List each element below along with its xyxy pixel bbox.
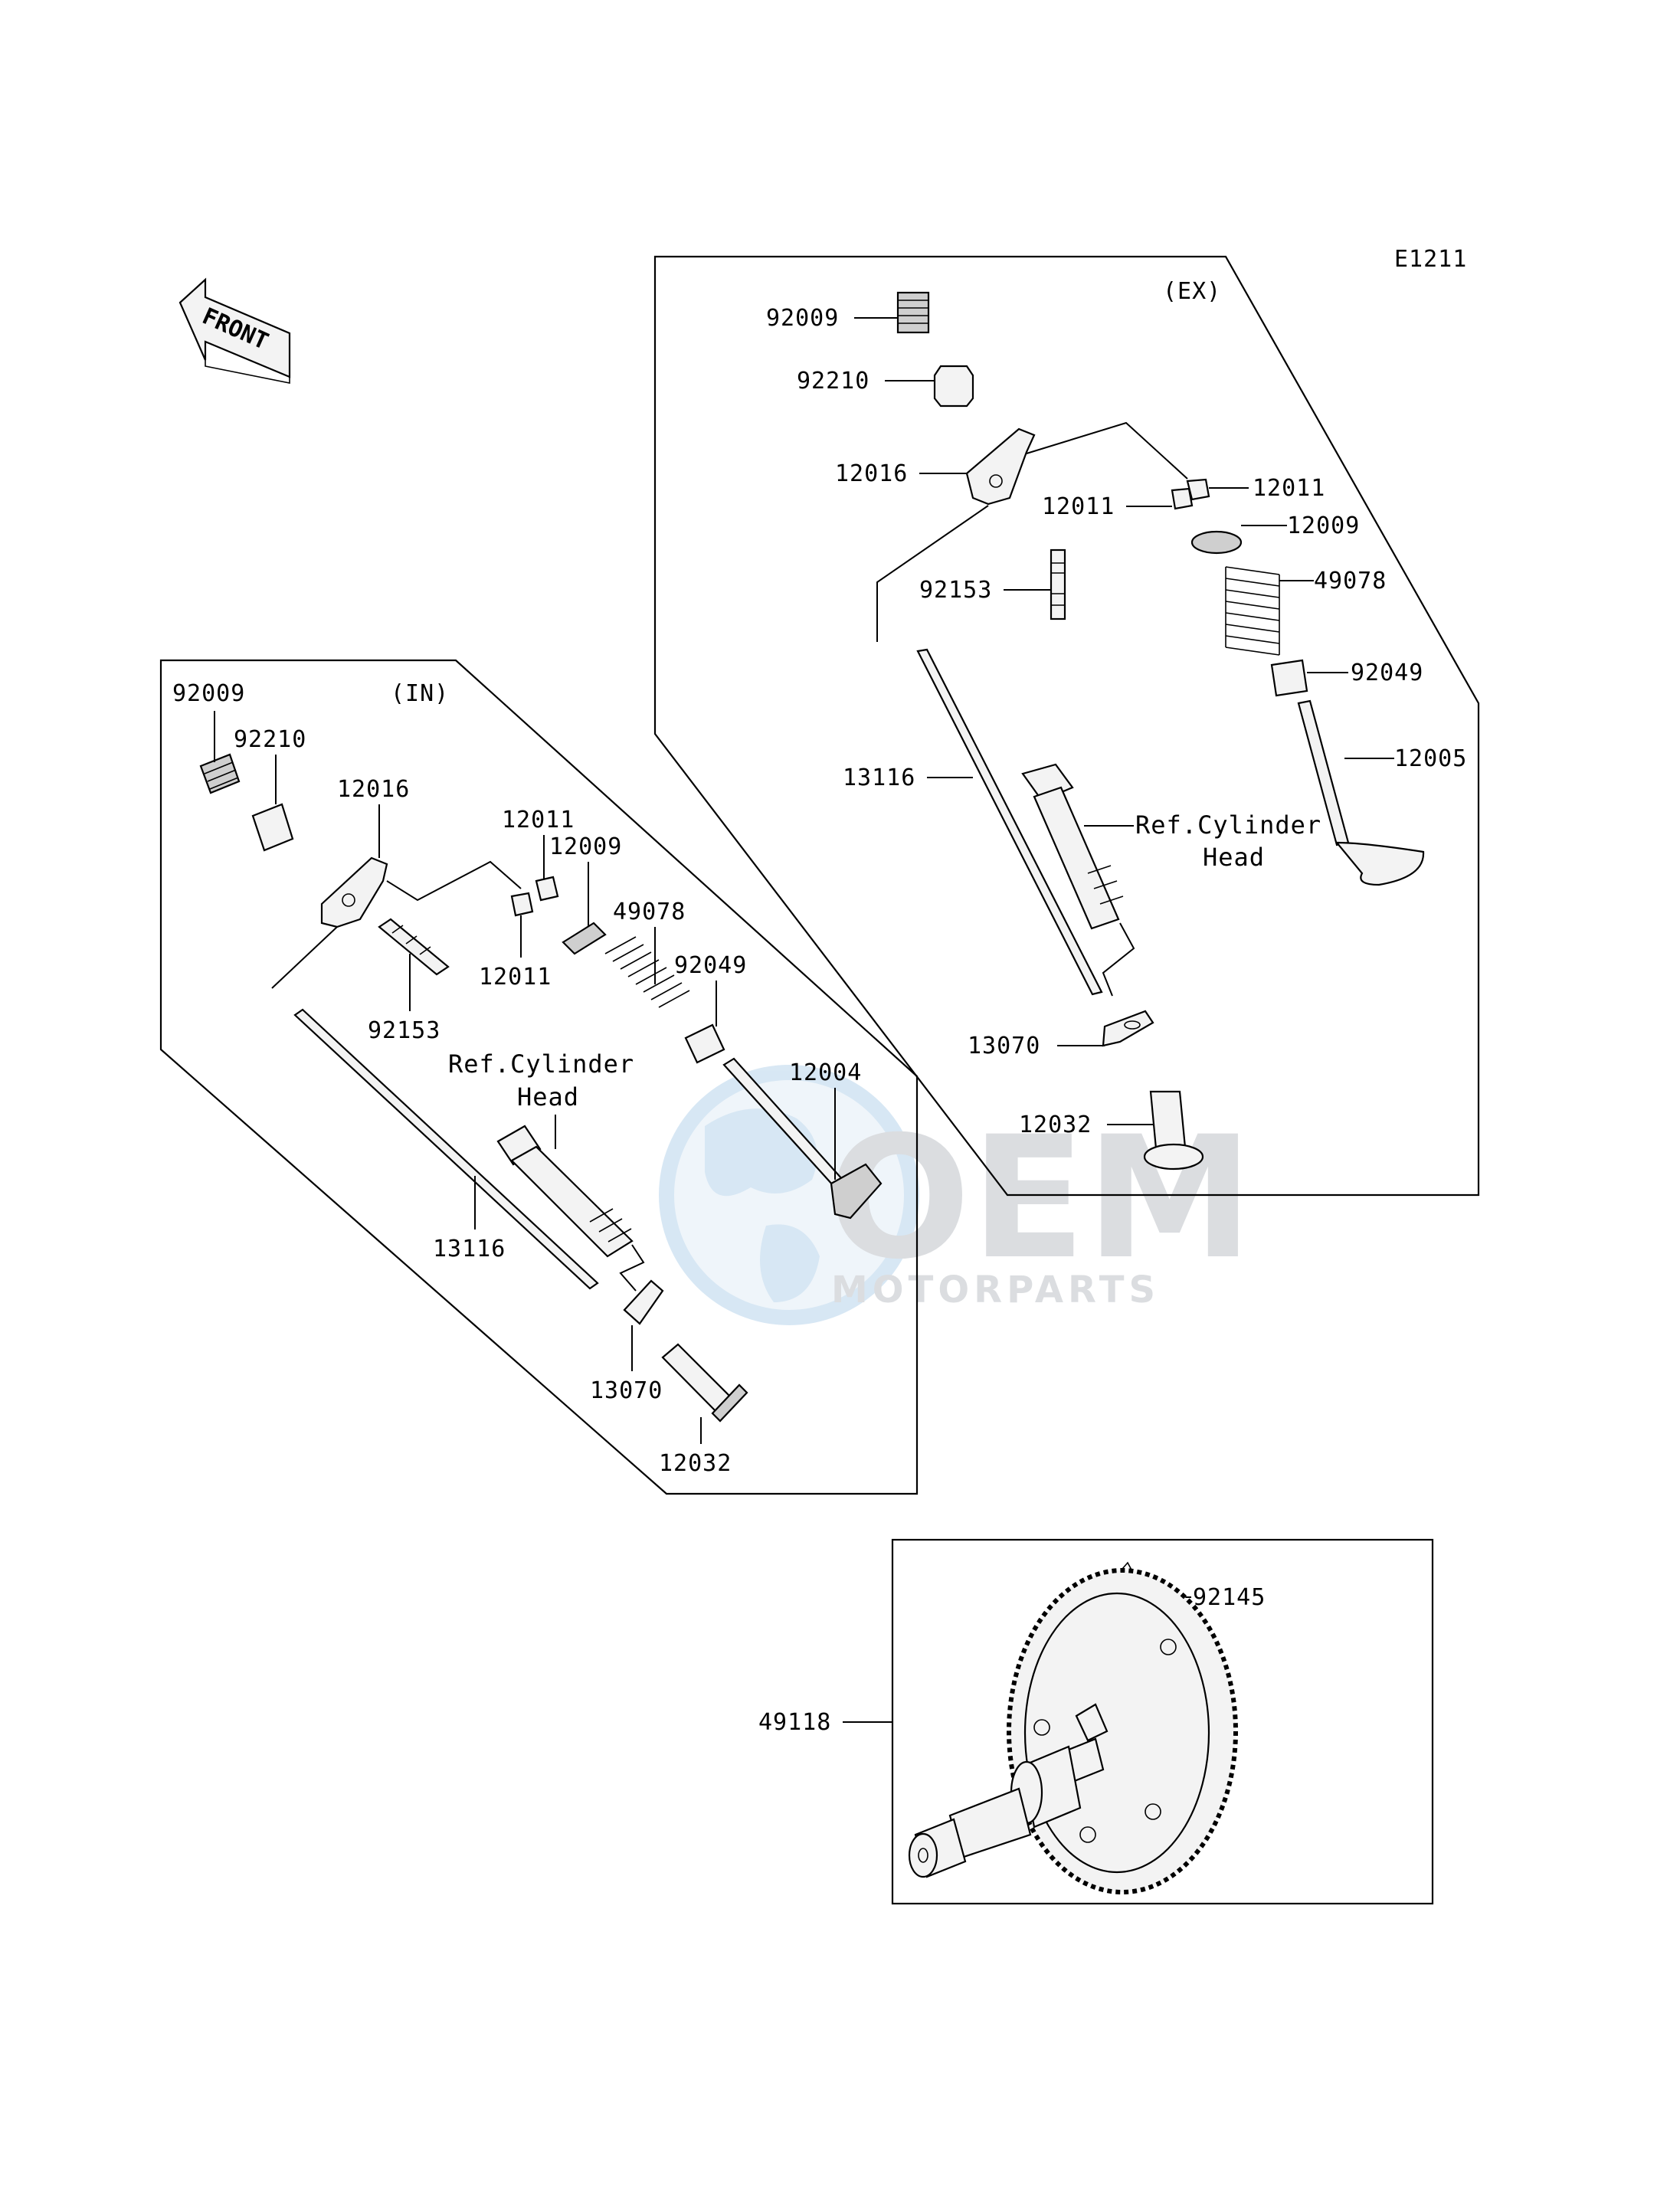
- ex-valve: [1297, 699, 1425, 886]
- ex-callout-12005: 12005: [1394, 745, 1467, 772]
- cam-callout-49118: 49118: [758, 1709, 831, 1736]
- front-arrow-icon: FRONT: [178, 277, 291, 384]
- in-tappet: [661, 1343, 748, 1423]
- in-adjust-screw: [199, 753, 241, 794]
- cam-callout-92145: 92145: [1193, 1584, 1266, 1611]
- ex-ref-bolt: [1021, 763, 1124, 930]
- in-collet-a: [535, 876, 559, 902]
- ex-lock-nut: [933, 365, 974, 408]
- ex-callout-49078: 49078: [1314, 568, 1387, 594]
- ex-stem-seal: [1270, 659, 1308, 697]
- ex-callout-13070: 13070: [968, 1033, 1040, 1059]
- ex-valve-spring: [1225, 566, 1280, 656]
- in-valve-spring: [604, 936, 690, 1008]
- ex-rocker-arm: [965, 427, 1036, 506]
- in-ref-bolt: [496, 1125, 634, 1258]
- ex-callout-12032: 12032: [1019, 1112, 1092, 1138]
- in-callout-12016: 12016: [337, 776, 410, 803]
- in-callout-12011-b: 12011: [479, 964, 552, 990]
- exhaust-frame: [653, 255, 1480, 1197]
- in-callout-12011-a: 12011: [502, 807, 575, 833]
- camshaft-group: 92145 49118: [758, 1538, 1434, 1905]
- in-push-rod: [293, 1008, 599, 1290]
- in-push-rod-guide: [623, 1279, 664, 1325]
- in-ref-note-line2: Head: [517, 1082, 579, 1112]
- in-callout-12032: 12032: [659, 1450, 732, 1477]
- exhaust-label: (EX): [1163, 278, 1221, 305]
- watermark-globe-icon: [659, 1065, 919, 1325]
- in-callout-13070: 13070: [590, 1377, 663, 1404]
- watermark: OEM MOTORPARTS: [659, 1065, 1253, 1325]
- in-collet-b: [510, 892, 534, 917]
- ex-rocker-stud: [1050, 548, 1066, 620]
- in-rocker-arm: [320, 856, 388, 928]
- camshaft-gear: [1007, 1568, 1238, 1894]
- ex-callout-13116: 13116: [843, 765, 915, 791]
- in-rocker-stud: [378, 918, 450, 976]
- in-stem-seal: [684, 1023, 725, 1064]
- in-ref-note-line1: Ref.Cylinder: [448, 1049, 634, 1079]
- in-callout-13116: 13116: [433, 1236, 506, 1262]
- diagram-code: E1211: [1394, 246, 1467, 273]
- in-callout-92049: 92049: [674, 952, 747, 979]
- ex-callout-92049: 92049: [1351, 660, 1423, 686]
- intake-label: (IN): [391, 680, 449, 707]
- intake-group: (IN) 92009 92210 12016 12011 12011 120: [159, 659, 919, 1495]
- intake-frame: [159, 659, 919, 1495]
- in-spring-retainer: [562, 922, 607, 955]
- ex-callout-92153: 92153: [919, 577, 992, 604]
- ex-callout-12011-b: 12011: [1042, 493, 1115, 520]
- in-callout-92009: 92009: [172, 680, 245, 707]
- ex-callout-92009: 92009: [766, 305, 839, 332]
- ex-callout-92210: 92210: [797, 368, 869, 395]
- in-callout-12009: 12009: [549, 833, 622, 860]
- in-lock-nut: [251, 803, 294, 852]
- in-callout-92210: 92210: [234, 726, 306, 753]
- watermark-tagline: MOTORPARTS: [831, 1269, 1160, 1311]
- in-callout-12004: 12004: [789, 1059, 862, 1086]
- ex-ref-note-line2: Head: [1203, 843, 1265, 872]
- valve-adjust-screw: [896, 291, 930, 334]
- ex-collet-b: [1171, 487, 1194, 510]
- ex-ref-note-line1: Ref.Cylinder: [1135, 810, 1321, 840]
- exhaust-group: (EX) 92009 92210 12016 12011 12011 12009: [653, 255, 1480, 1197]
- ex-callout-12009: 12009: [1287, 512, 1360, 539]
- ex-callout-12016: 12016: [835, 460, 908, 487]
- camshaft-shaft: [908, 1745, 1082, 1878]
- in-callout-92153: 92153: [368, 1017, 440, 1044]
- in-valve: [722, 1057, 883, 1220]
- ex-tappet: [1143, 1090, 1204, 1171]
- in-callout-49078: 49078: [613, 899, 686, 925]
- ex-spring-retainer: [1190, 530, 1243, 555]
- ex-push-rod: [916, 648, 1103, 996]
- ex-callout-12011-a: 12011: [1253, 475, 1325, 502]
